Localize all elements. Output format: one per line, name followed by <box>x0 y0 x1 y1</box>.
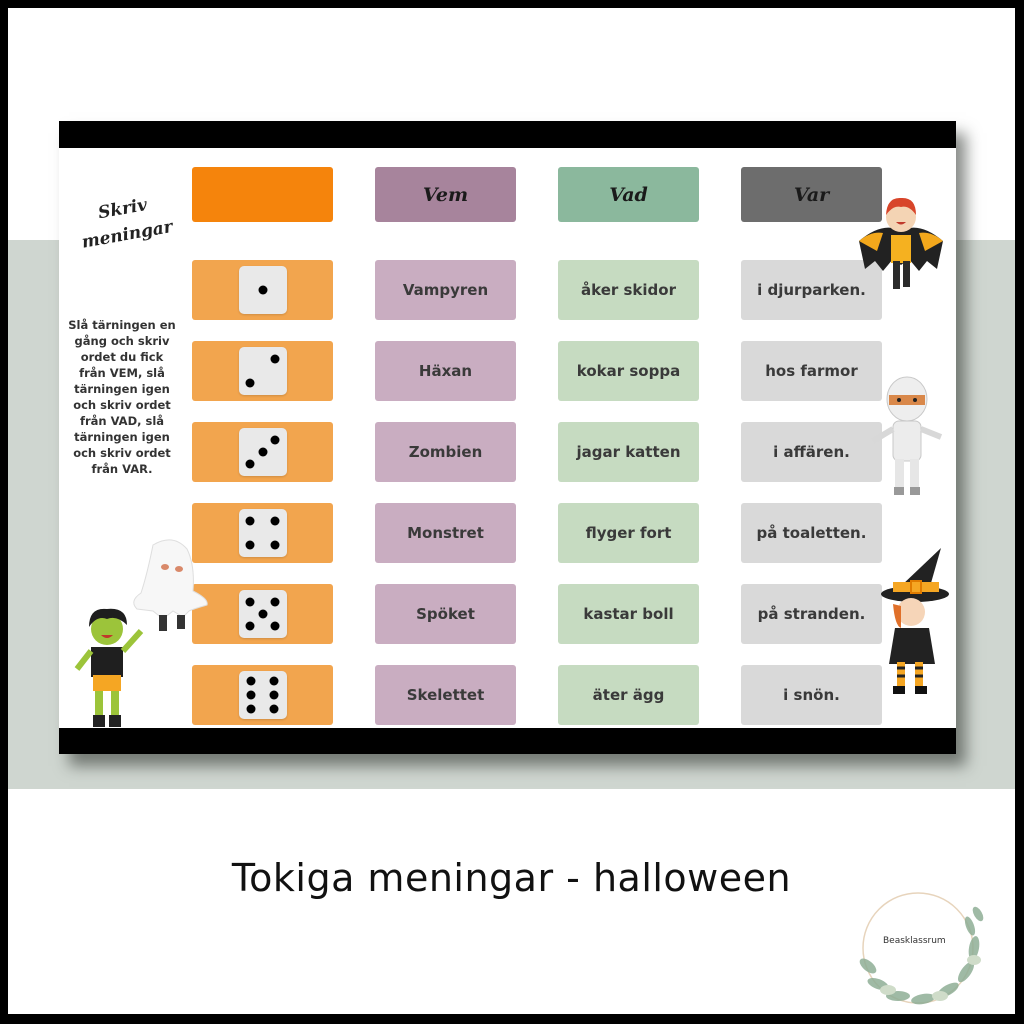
wreath-icon <box>859 892 984 1005</box>
var-word-cell: i djurparken. <box>741 260 882 320</box>
die-face-3-icon <box>238 428 287 476</box>
mummy-kid-illustration <box>871 376 943 495</box>
die-pip <box>270 621 280 631</box>
var-word-cell: på stranden. <box>741 584 882 644</box>
die-pip <box>245 621 255 631</box>
die-pip <box>269 690 279 700</box>
die-pip <box>245 597 255 607</box>
die-pip <box>246 690 256 700</box>
die-pip <box>258 609 267 619</box>
instructions-text: Slå tärningen en gång och skriv ordet du… <box>68 318 176 476</box>
vem-word-cell: Monstret <box>375 503 516 563</box>
die-pip <box>269 676 279 686</box>
vem-word-cell: Zombien <box>375 422 516 482</box>
logo-text: Beasklassrum <box>883 936 946 946</box>
die-pip <box>270 597 280 607</box>
var-word-cell: i snön. <box>741 665 882 725</box>
vad-word-cell: äter ägg <box>558 665 699 725</box>
die-pip <box>245 378 255 388</box>
vem-word-cell: Häxan <box>375 341 516 401</box>
die-pip <box>245 459 255 469</box>
vad-word-cell: jagar katten <box>558 422 699 482</box>
die-pip <box>258 285 267 295</box>
vem-word-cell: Vampyren <box>375 260 516 320</box>
dice-column-header <box>192 167 333 222</box>
dice-cell <box>192 260 333 320</box>
vad-word-cell: flyger fort <box>558 503 699 563</box>
var-column-header: Var <box>741 167 882 222</box>
witch-kid-illustration <box>881 548 949 694</box>
die-pip <box>245 516 255 526</box>
card-top-bar <box>59 121 956 148</box>
die-pip <box>246 676 256 686</box>
die-face-5-icon <box>238 590 287 638</box>
die-pip <box>270 516 280 526</box>
die-pip <box>270 354 280 364</box>
page-frame: Skriv meningar Slå tärningen en gång och… <box>8 8 1015 1014</box>
vem-word-cell: Skelettet <box>375 665 516 725</box>
product-caption: Tokiga meningar - halloween <box>231 856 792 900</box>
die-pip <box>269 704 279 714</box>
vad-word-cell: åker skidor <box>558 260 699 320</box>
die-pip <box>245 540 255 550</box>
vem-word-cell: Spöket <box>375 584 516 644</box>
vad-column-header: Vad <box>558 167 699 222</box>
worksheet-card: Skriv meningar Slå tärningen en gång och… <box>59 121 956 754</box>
vad-word-cell: kastar boll <box>558 584 699 644</box>
dice-cell <box>192 341 333 401</box>
die-pip <box>270 435 280 445</box>
die-pip <box>246 704 256 714</box>
card-bottom-bar <box>59 728 956 754</box>
die-face-2-icon <box>238 347 287 395</box>
die-face-4-icon <box>238 509 287 557</box>
dice-cell <box>192 422 333 482</box>
die-face-1-icon <box>238 266 287 314</box>
die-pip <box>258 447 267 457</box>
dice-cell <box>192 665 333 725</box>
vem-column-header: Vem <box>375 167 516 222</box>
die-pip <box>270 540 280 550</box>
ghost-illustration <box>133 539 208 631</box>
brand-logo: Beasklassrum <box>848 886 998 1011</box>
dice-cell <box>192 584 333 644</box>
var-word-cell: på toaletten. <box>741 503 882 563</box>
vampire-kid-illustration <box>859 197 943 289</box>
dice-cell <box>192 503 333 563</box>
var-word-cell: i affären. <box>741 422 882 482</box>
var-word-cell: hos farmor <box>741 341 882 401</box>
vad-word-cell: kokar soppa <box>558 341 699 401</box>
die-face-6-icon <box>238 671 287 719</box>
worksheet-title: Skriv meningar <box>71 188 179 257</box>
zombie-kid-illustration <box>74 608 144 727</box>
